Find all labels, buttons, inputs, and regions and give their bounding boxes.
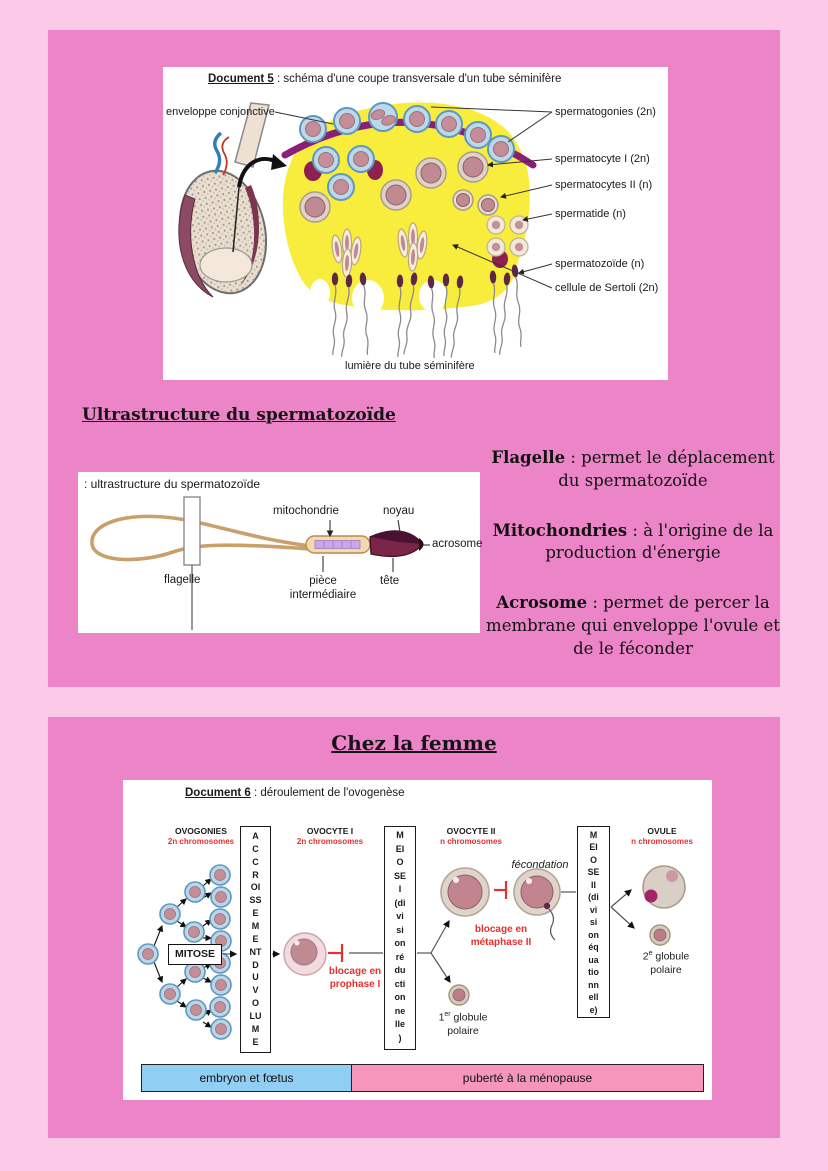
label-spermatogonies: spermatogonies (2n) [555,106,656,118]
ultrastructure-heading: Ultrastructure du spermatozoïde [82,405,396,425]
note-acrosome: Acrosome : permet de percer la membrane … [486,593,780,658]
sub-ovocyte1: 2n chromosomes [296,837,364,846]
sperm-head [369,530,424,558]
document5-title-label: Document 5 [208,73,274,85]
document5-figure: Document 5 : schéma d'une coupe transver… [163,67,668,380]
blocage-metaphase-label: blocage en métaphase II [470,924,532,948]
spermatozoide-diagram [90,496,430,630]
timeline-puberte: puberté à la ménopause [352,1065,703,1091]
spermatozoide-notes: Flagelle : permet le déplacement du sper… [484,447,782,687]
label-spermatide: spermatide (n) [555,208,626,220]
meiose2-box: M EI O SE II (di vi si on éq ua tio nn e… [577,826,610,1018]
label-noyau: noyau [383,505,415,517]
document5-title: Document 5 : schéma d'une coupe transver… [208,73,561,85]
timeline-embryon: embryon et fœtus [142,1065,352,1091]
card-ovogenese: Chez la femme Document 6 : déroulement d… [48,717,780,1138]
timeline-bar: embryon et fœtus puberté à la ménopause [141,1064,704,1092]
header-ovogonies: OVOGONIES [175,826,227,836]
blocage-symbols [328,881,508,962]
header-ovule: OVULE [647,826,677,836]
flagellum-tail [90,514,311,562]
acrosome-tip [419,538,424,551]
sub-ovocyte2: n chromosomes [440,837,502,846]
fecondation-label: fécondation [511,859,569,871]
label-mitochondrie: mitochondrie [273,505,339,517]
magnify-arrow-icon [271,154,287,170]
label-piece-intermediaire: pièce intermédiaire [289,575,357,601]
blocage-prophase-label: blocage en prophase I [328,966,382,990]
ovocyte2-cell [440,867,490,917]
spermatozoide-figure: : ultrastructure du spermatozoïde [78,472,483,633]
note-mitochondries: Mitochondries : à l'origine de la produc… [492,520,774,563]
flow-lines [223,889,635,984]
meiose1-box: M EI O SE I (di vi si on ré du cti on ne… [384,826,416,1050]
note-flagelle: Flagelle : permet le déplacement du sper… [491,448,775,490]
globule2-label: 2e globule polaire [642,950,690,977]
midpiece [305,535,371,554]
label-acrosome: acrosome [432,538,483,550]
label-tete: tête [380,575,400,587]
document6-title-label: Document 6 [185,787,251,799]
fecondation-cell [513,868,561,941]
spermatogonies-cells [299,102,515,201]
document6-title-rest: : déroulement de l'ovogenèse [250,787,405,799]
sub-ovogonies: 2n chromosomes [167,837,235,846]
document6-figure: Document 6 : déroulement de l'ovogenèse [123,780,712,1100]
ovogenese-diagram [137,864,686,1040]
card-spermatogenese: Document 5 : schéma d'une coupe transver… [48,30,780,687]
document5-title-rest: : schéma d'une coupe transversale d'un t… [273,73,562,85]
testis-illustration [178,102,287,298]
header-ovocyte2: OVOCYTE II [446,826,496,836]
ovule-cell [642,865,686,909]
label-leader-lines [274,106,553,289]
sub-ovule: n chromosomes [631,837,693,846]
mitose-box: MITOSE [168,944,222,965]
label-spermatocyte1: spermatocyte I (2n) [555,153,650,165]
tube-cross-section [281,102,537,359]
document6-title: Document 6 : déroulement de l'ovogenèse [185,787,405,799]
globule1-label: 1er globule polaire [438,1011,488,1038]
label-spermatozoide: spermatozoïde (n) [555,258,645,270]
ovocyte1-cell [283,932,327,976]
globule2-cell [649,924,671,946]
tube-seminifere-diagram [178,102,553,359]
label-enveloppe-conjonctive: enveloppe conjonctive [166,106,275,118]
globule1-cell [448,984,470,1006]
label-lumiere-tube: lumière du tube séminifère [345,360,475,372]
label-spermatocytes2: spermatocytes II (n) [555,179,653,191]
spermatozoide-figure-caption: : ultrastructure du spermatozoïde [84,477,261,491]
sperm-annotation-lines [322,519,430,572]
femme-heading: Chez la femme [331,731,497,755]
accroissement-box: A C C R OI SS E M E NT D U V O LU M E [240,826,271,1053]
label-flagelle: flagelle [164,574,201,586]
label-sertoli: cellule de Sertoli (2n) [555,282,659,294]
header-ovocyte1: OVOCYTE I [306,826,354,836]
